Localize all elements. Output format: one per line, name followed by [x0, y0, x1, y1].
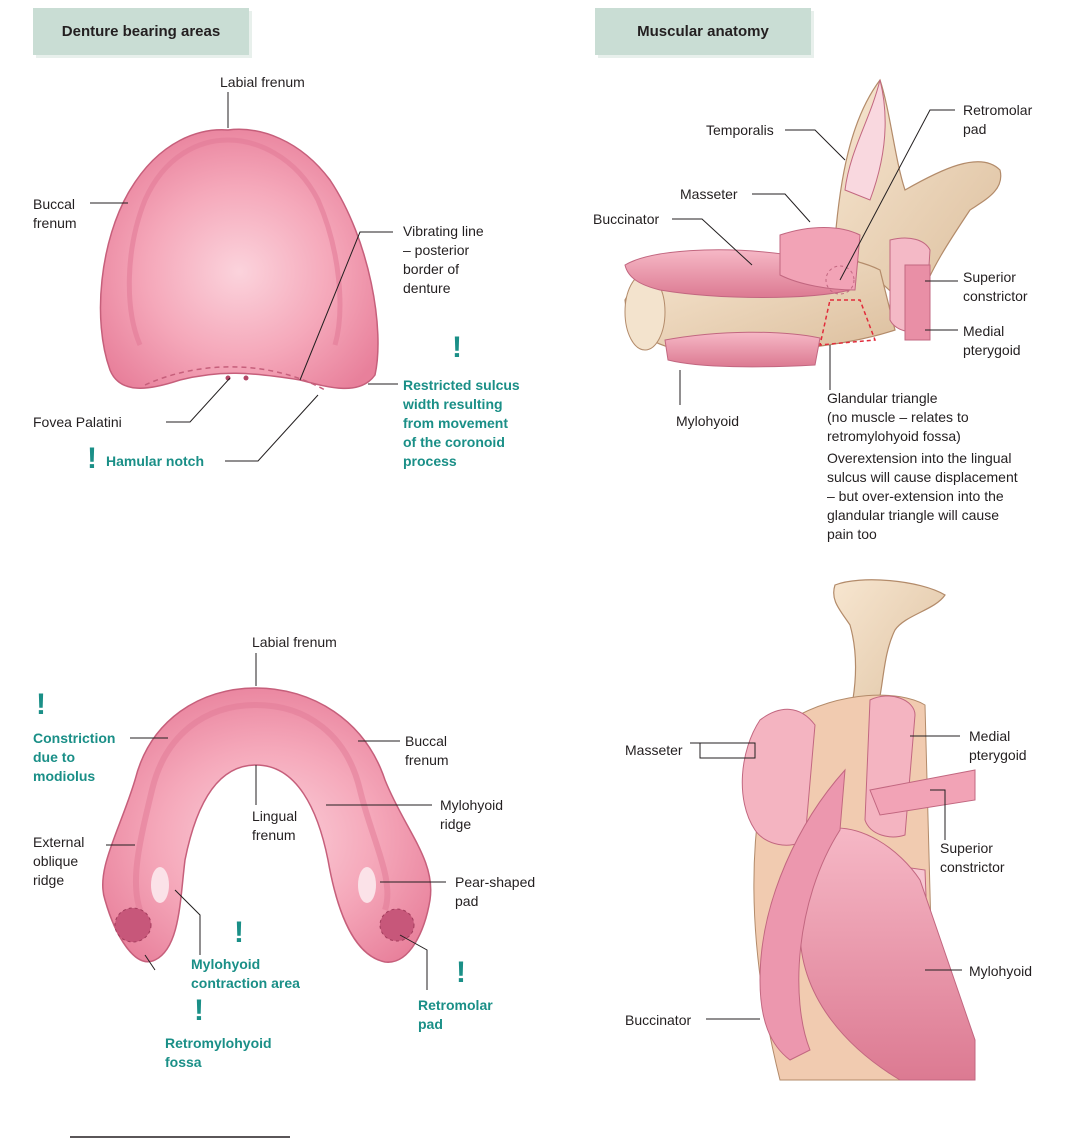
- note-overextension: Overextension into the lingual sulcus wi…: [827, 450, 1018, 542]
- label-medial-pterygoid-top: Medial pterygoid: [963, 323, 1021, 358]
- warning-retromolar-pad: Retromolar pad: [418, 997, 493, 1032]
- label-temporalis: Temporalis: [706, 122, 774, 138]
- label-labial-frenum-lower: Labial frenum: [252, 634, 337, 650]
- label-buccal-frenum-lower: Buccal frenum: [405, 733, 449, 768]
- label-pear-shaped-pad: Pear-shaped pad: [455, 874, 536, 909]
- label-external-oblique-ridge: External oblique ridge: [33, 834, 85, 888]
- warning-constriction-modiolus: Constriction due to modiolus: [33, 730, 116, 784]
- warning-icon: !: [456, 956, 466, 989]
- label-glandular-triangle: Glandular triangle (no muscle – relates …: [827, 390, 969, 444]
- label-superior-constrictor-bottom: Superior constrictor: [940, 840, 1005, 875]
- tab-label: Muscular anatomy: [637, 23, 769, 40]
- label-mylohyoid-ridge: Mylohyoid ridge: [440, 797, 504, 832]
- warning-icon: !: [36, 688, 46, 721]
- tab-muscular-anatomy: Muscular anatomy: [595, 8, 811, 55]
- label-buccinator-top: Buccinator: [593, 211, 660, 227]
- warning-icon: !: [194, 994, 204, 1027]
- label-buccal-frenum-upper: Buccal frenum: [33, 196, 77, 231]
- tab-label: Denture bearing areas: [61, 23, 221, 40]
- tab-denture-bearing-areas: Denture bearing areas: [33, 8, 249, 55]
- warning-retromylohyoid-fossa: Retromylohyoid fossa: [165, 1035, 272, 1070]
- label-superior-constrictor-top: Superior constrictor: [963, 269, 1028, 304]
- lower-arch-illustration: [101, 687, 432, 963]
- label-buccinator-bottom: Buccinator: [625, 1012, 692, 1028]
- mandible-side-illustration: [624, 78, 1002, 368]
- label-masseter-bottom: Masseter: [625, 742, 683, 758]
- warning-icon: !: [87, 442, 97, 475]
- warning-restricted-sulcus: Restricted sulcus width resulting from m…: [403, 377, 520, 469]
- warning-hamular-notch: Hamular notch: [106, 453, 205, 469]
- label-labial-frenum-upper: Labial frenum: [220, 74, 305, 90]
- upper-palate-illustration: [99, 128, 379, 391]
- label-masseter-top: Masseter: [680, 186, 738, 202]
- warning-icon: !: [234, 916, 244, 949]
- label-medial-pterygoid-bottom: Medial pterygoid: [969, 728, 1027, 763]
- label-retromolar-pad-top: Retromolar pad: [963, 102, 1033, 137]
- leader-lines: [90, 92, 962, 1020]
- warning-mylohyoid-contraction: Mylohyoid contraction area: [191, 956, 300, 991]
- label-vibrating-line: Vibrating line – posterior border of den…: [403, 223, 484, 296]
- warning-icon: !: [452, 331, 462, 364]
- label-lingual-frenum: Lingual frenum: [252, 808, 298, 843]
- label-mylohyoid-bottom: Mylohyoid: [969, 963, 1033, 979]
- label-fovea-palatini: Fovea Palatini: [33, 414, 122, 430]
- mandible-oblique-illustration: [741, 579, 976, 1081]
- label-mylohyoid-top: Mylohyoid: [676, 413, 740, 429]
